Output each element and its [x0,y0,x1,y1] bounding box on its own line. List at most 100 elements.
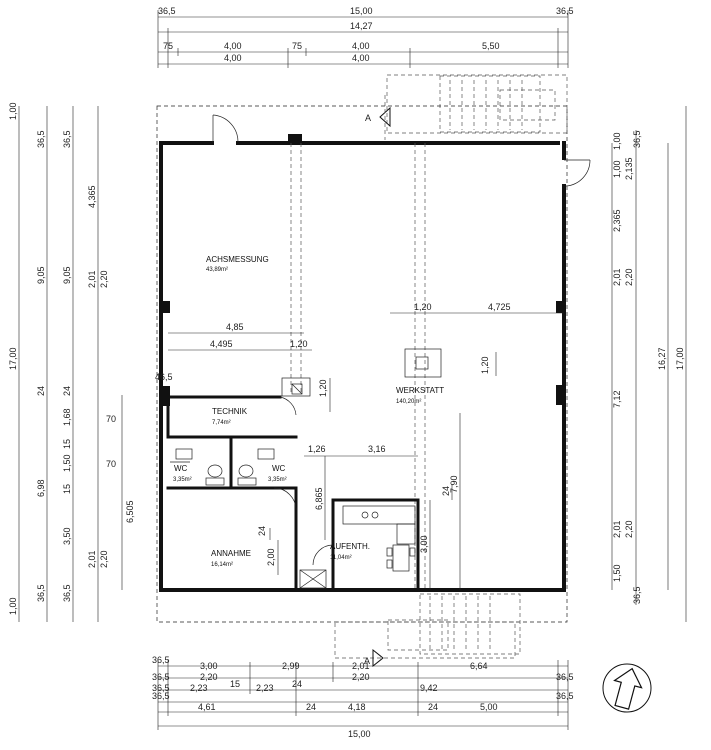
stair-top [386,74,568,134]
dim-left-c3-1-50: 1,50 [62,454,72,472]
room-aufenthalt: AUFENTH. [330,542,370,551]
dim-right-c4-2-20-b: 2,20 [624,520,634,538]
dim-right-c4-2-01-a: 2,01 [612,268,622,286]
dim-bottom-9-42: 9,42 [420,683,438,693]
dim-bottom-36-5-a: 36,5 [152,655,170,665]
room-wc-left: WC [174,464,188,473]
dim-46-5: 46,5 [155,372,173,382]
dim-bottom-15: 15 [230,679,240,689]
north-arrow-icon [602,663,652,713]
room-werkstatt: WERKSTATT [396,386,444,395]
dim-left-c3-36-5-b: 36,5 [62,584,72,602]
dim-bottom-24-b: 24 [306,702,316,712]
dim-2-00: 2,00 [266,548,276,566]
bottom-dimensions: 36,5 3,00 2,99 2,01 6,64 36,5 2,20 2,20 … [152,655,574,739]
dim-left-c3-15-b: 15 [62,484,72,494]
dim-right-c4-2-135: 2,135 [624,157,634,180]
dim-top-4-00-c: 4,00 [224,53,242,63]
dim-bottom-36-5-d: 36,5 [152,683,170,693]
dim-left-c3-1-68: 1,68 [62,408,72,426]
dim-right-c4-2-20-a: 2,20 [624,268,634,286]
dim-bottom-overall: 15,00 [348,729,371,739]
dim-3-00: 3,00 [419,535,429,553]
inner-dimensions: 4,85 4,495 1,20 46,5 1,20 1,26 3,16 1,20… [155,302,564,590]
dim-right-c4-1-00: 1,00 [612,160,622,178]
section-label-a-bottom: A [364,656,370,666]
left-dimensions: 1,00 17,00 1,00 36,5 9,05 24 6,98 36,5 3… [8,102,135,622]
dim-left-1-00-bottom: 1,00 [8,597,18,615]
dim-bottom-2-20-b: 2,20 [352,672,370,682]
dim-top-4-00-a: 4,00 [224,41,242,51]
dim-bottom-36-5-e: 36,5 [152,691,170,701]
room-werkstatt-area: 140,20m² [396,399,421,405]
room-technik: TECHNIK [212,407,248,416]
dim-left-c2-24: 24 [36,386,46,396]
dim-top-4-00-b: 4,00 [352,41,370,51]
dim-7-90: 7,90 [449,475,459,493]
dim-top-5-50: 5,50 [482,41,500,51]
dim-bottom-36-5-f: 36,5 [556,691,574,701]
dim-bottom-24-c: 24 [428,702,438,712]
dim-right-c3-36-5-b: 36,5 [632,586,642,604]
dim-bottom-36-5-b: 36,5 [152,672,170,682]
dim-1-20-b: 1,20 [318,379,328,397]
dim-left-c2-36-5-b: 36,5 [36,584,46,602]
dim-right-c4-2-01-b: 2,01 [612,520,622,538]
section-mark-bottom: A [364,648,384,668]
dim-left-c5-70-a: 70 [106,414,116,424]
door-right [564,159,591,187]
dim-bottom-24-a: 24 [292,679,302,689]
dim-top-4-00-d: 4,00 [352,53,370,63]
dim-bottom-2-23-b: 2,23 [256,683,274,693]
dim-left-c3-9-05: 9,05 [62,266,72,284]
dim-top-75-b: 75 [292,41,302,51]
dim-right-17-00: 17,00 [675,347,685,370]
dim-24-b: 24 [257,526,267,536]
room-labels: ACHSMESSUNG 43,89m² TECHNIK 7,74m² WC 3,… [173,255,444,568]
dim-right-c3-36-5-a: 36,5 [632,130,642,148]
top-dimensions: 36,5 15,00 36,5 14,27 75 4,00 75 4,00 5,… [157,6,574,68]
dim-top-36-5-left: 36,5 [158,6,176,16]
dim-1-20-d: 1,20 [480,356,490,374]
dim-left-1-00-top: 1,00 [8,102,18,120]
dim-top-75-a: 75 [163,41,173,51]
dim-bottom-36-5-c: 36,5 [556,672,574,682]
dim-left-c3-36-5-a: 36,5 [62,130,72,148]
dim-left-c4-4-365: 4,365 [87,185,97,208]
dim-3-16: 3,16 [368,444,386,454]
dim-bottom-4-18: 4,18 [348,702,366,712]
dim-left-c3-15-a: 15 [62,439,72,449]
dim-bottom-2-01: 2,01 [352,661,370,671]
dim-top-36-5-right: 36,5 [556,6,574,16]
dim-right-c3-7-12: 7,12 [612,390,622,408]
room-wc-left-area: 3,35m² [173,477,192,483]
dim-left-c5-70-b: 70 [106,459,116,469]
dim-left-c3-3-50: 3,50 [62,527,72,545]
outer-walls [156,105,568,623]
room-annahme: ANNAHME [211,549,251,558]
dim-bottom-2-20-a: 2,20 [200,672,218,682]
room-technik-area: 7,74m² [212,420,231,426]
dim-top-interior: 14,27 [350,21,373,31]
dim-left-c2-9-05: 9,05 [36,266,46,284]
dim-left-c4-2-20-b: 2,20 [99,550,109,568]
room-annahme-area: 16,14m² [211,562,233,568]
dim-1-26: 1,26 [308,444,326,454]
interior-walls [160,134,566,592]
dim-left-c2-6-98: 6,98 [36,479,46,497]
room-achsmessung: ACHSMESSUNG [206,255,269,264]
room-aufenthalt-area: 11,04m² [330,555,352,561]
dim-right-c4-2-365: 2,365 [612,209,622,232]
dim-left-c5-6-505: 6,505 [125,500,135,523]
room-wc-right: WC [272,464,286,473]
room-wc-right-area: 3,35m² [268,477,287,483]
dim-right-c4-1-50: 1,50 [612,564,622,582]
dim-bottom-6-64: 6,64 [470,661,488,671]
dim-1-20-a: 1,20 [290,339,308,349]
dim-right-c4-1-00-top: 1,00 [612,132,622,150]
section-mark-top: A [365,95,391,140]
room-achsmessung-area: 43,89m² [206,267,228,273]
dim-bottom-4-61: 4,61 [198,702,216,712]
dim-24-a: 24 [441,486,451,496]
